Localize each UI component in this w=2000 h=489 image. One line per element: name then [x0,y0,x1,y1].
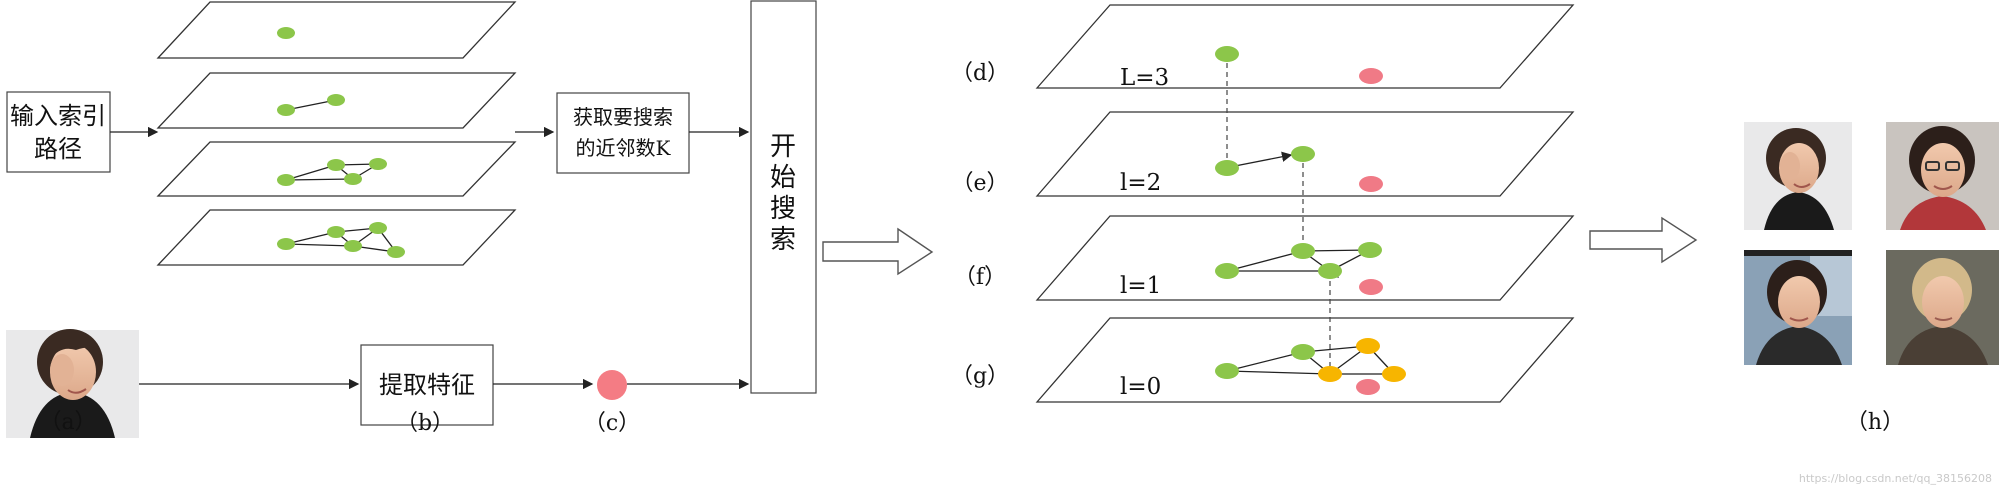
node [1291,344,1315,360]
start-search-box: 开 始 搜 索 [750,0,817,394]
start-search-char-3: 搜 [770,194,796,224]
hnsw-search-layers: L=3 l=2 l=1 l=0 [1035,4,1575,403]
result-face-3 [1744,250,1852,365]
caption-a: （a） [39,410,96,435]
edge [285,178,354,181]
edge [285,164,337,181]
query-node [1359,68,1383,84]
node [344,173,362,185]
node [369,222,387,234]
query-face-photo [6,329,139,438]
start-search-char-1: 开 [770,132,796,162]
node [1215,363,1239,379]
caption-d: （d） [951,61,1009,86]
node [277,238,295,250]
query-node [1359,279,1383,295]
input-index-path-box: 输入索引 路径 [6,91,111,173]
start-search-char-2: 始 [770,163,796,193]
search-step [1234,151,1293,167]
get-k-line1: 获取要搜索 [573,105,673,129]
node [277,104,295,116]
index-layer-stack [156,1,517,266]
layer-label-l3: L=3 [1120,65,1169,91]
layer-label-l2: l=2 [1120,170,1161,196]
watermark-text: https://blog.csdn.net/qq_38156208 [1799,472,1992,485]
edge [1226,250,1304,272]
query-feature-node [597,370,627,400]
caption-e: （e） [951,171,1008,196]
result-face-2 [1886,122,1999,230]
edge [1226,351,1304,372]
node [327,94,345,106]
node [1291,146,1315,162]
node [369,158,387,170]
node [1215,263,1239,279]
neighbor-node [1356,338,1380,354]
node [344,240,362,252]
node [1215,160,1239,176]
caption-b: （b） [396,411,454,436]
edge [285,243,354,247]
node [277,27,295,39]
query-node [1359,176,1383,192]
entry-node [1215,46,1239,62]
layer-label-l0: l=0 [1120,374,1161,400]
node [1358,242,1382,258]
node [327,226,345,238]
caption-f: （f） [954,265,1006,290]
flow-arrow-2 [1589,216,1698,264]
input-index-path-line1: 输入索引 [10,102,106,130]
get-k-box: 获取要搜索 的近邻数K [556,92,690,174]
search-plane-l3 [1035,4,1575,89]
get-k-line2: 的近邻数K [576,136,672,160]
index-plane-3 [156,1,517,59]
edge [1226,370,1331,375]
start-search-char-4: 索 [770,225,796,255]
extract-features-label: 提取特征 [379,371,475,399]
node [1291,243,1315,259]
node [1318,263,1342,279]
query-node [1356,379,1380,395]
caption-g: （g） [951,364,1009,389]
neighbor-node [1382,366,1406,382]
input-index-path-line2: 路径 [34,135,82,163]
caption-h: （h） [1846,410,1904,435]
node [277,174,295,186]
result-face-4 [1886,250,1999,365]
node [387,246,405,258]
layer-label-l1: l=1 [1120,273,1161,299]
node [327,159,345,171]
result-face-1 [1744,122,1852,230]
caption-c: （c） [584,411,640,436]
extract-features-box: 提取特征 [360,344,494,426]
neighbor-node [1318,366,1342,382]
flow-arrow-1 [822,227,934,276]
search-plane-l0 [1035,317,1575,403]
